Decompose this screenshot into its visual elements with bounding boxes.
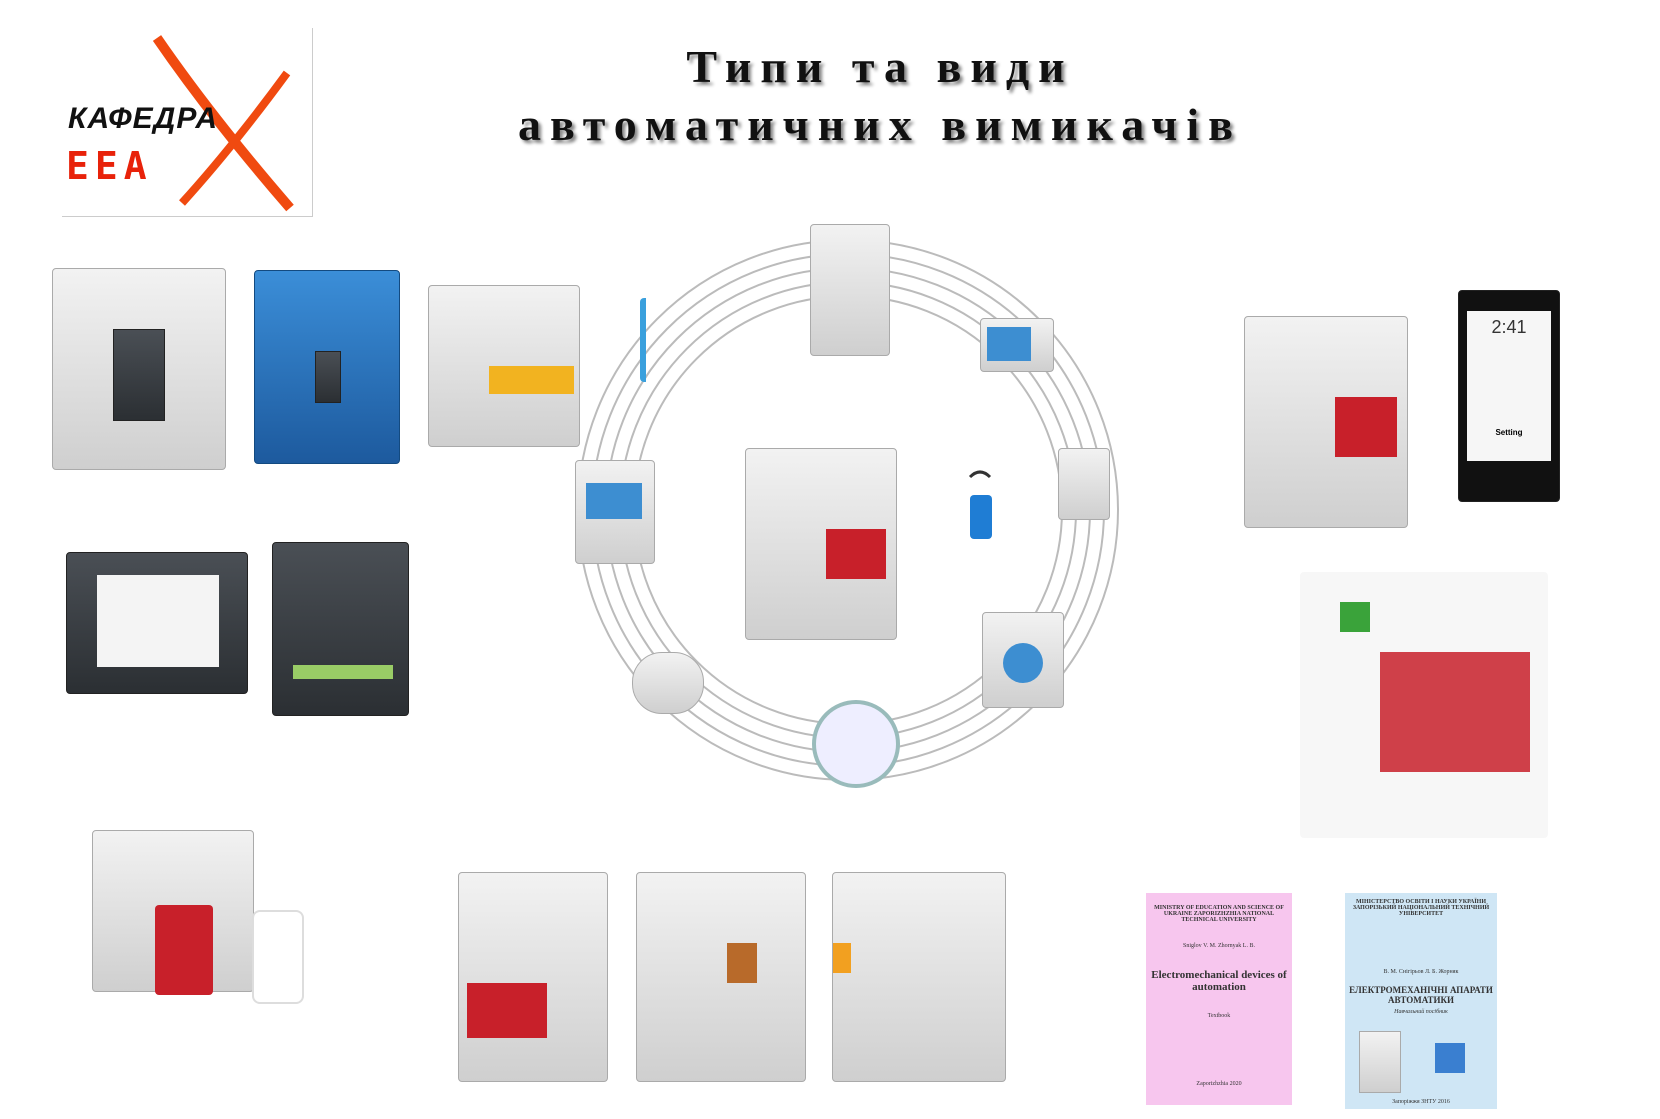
book-1-title: Electromechanical devices of automation (1151, 969, 1287, 993)
slide-title: Типи та види автоматичних вимикачів (380, 38, 1380, 154)
three-pole-mcb-image (428, 285, 580, 447)
department-logo: КАФЕДРА ЕЕА (62, 28, 313, 217)
book-1-footer: Zaporizhzhia 2020 (1196, 1081, 1242, 1087)
title-line-1: Типи та види (686, 41, 1074, 92)
smart-wifi-mcb-image (1244, 316, 1408, 528)
book-1-subtitle: Textbook (1207, 1013, 1231, 1019)
breaker-handles (155, 905, 213, 995)
rcbo-breaker-image (458, 872, 608, 1082)
logo-text-top: КАФЕДРА (68, 102, 219, 135)
phone-setting-label: Setting (1495, 428, 1523, 437)
oven-icon (575, 460, 655, 564)
desk-lamp-icon (640, 298, 716, 382)
logo-x-mark (152, 35, 294, 212)
smartphone-image (252, 910, 304, 1004)
refrigerator-icon (810, 224, 890, 356)
moulded-case-breaker-blue-image (254, 270, 400, 464)
breaker-cutaway-right-image (832, 872, 1006, 1082)
title-line-2: автоматичних вимикачів (518, 99, 1242, 150)
book-1-header: MINISTRY OF EDUCATION AND SCIENCE OF UKR… (1154, 905, 1284, 923)
fan-icon (812, 700, 900, 788)
kettle-icon (1058, 448, 1110, 520)
microwave-icon (980, 318, 1054, 372)
breaker-cutaway-left-image (636, 872, 806, 1082)
book-2-authors: В. М. Снігірьов Л. Б. Жорняк (1383, 969, 1459, 975)
book-2-subtitle: Навчальний посібник (1394, 1009, 1448, 1015)
book-2-footer: Запоріжжя ЗНТУ 2016 (1392, 1099, 1450, 1105)
slow-cooker-icon (632, 652, 704, 714)
book-cover-electromechanical-apparatus: МІНІСТЕРСТВО ОСВІТИ І НАУКИ УКРАЇНИ ЗАПО… (1345, 893, 1497, 1109)
washing-machine-icon (982, 612, 1064, 708)
compact-breaker-image (272, 542, 409, 716)
exploded-breaker-view-image (1300, 572, 1548, 838)
air-circuit-breaker-image (52, 268, 226, 470)
wifi-breaker-center-image (745, 448, 897, 640)
logo-text-bottom: ЕЕА (66, 144, 153, 188)
phone-time: 2:41 (1491, 317, 1527, 337)
book-cover-electromechanical-devices: MINISTRY OF EDUCATION AND SCIENCE OF UKR… (1146, 893, 1292, 1105)
book-2-header: МІНІСТЕРСТВО ОСВІТИ І НАУКИ УКРАЇНИ ЗАПО… (1352, 899, 1490, 917)
control-panel-display-image (66, 552, 248, 694)
book-2-title: ЕЛЕКТРОМЕХАНІЧНІ АПАРАТИ АВТОМАТИКИ (1349, 985, 1493, 1005)
phone-wifi-control-icon (950, 465, 1010, 575)
book-1-authors: Sniglov V. M. Zhornyak L. B. (1183, 943, 1255, 949)
smartphone-app-screen: 2:41 Setting (1458, 290, 1560, 502)
